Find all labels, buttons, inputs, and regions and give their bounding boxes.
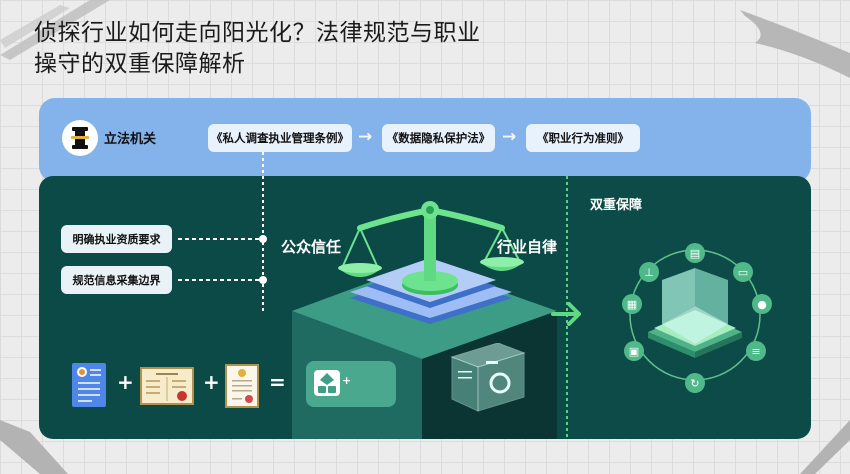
equals-sign: = — [269, 370, 286, 394]
dashed-connector — [178, 238, 262, 240]
dashed-connector-vertical — [262, 152, 264, 312]
law-chip-private-investigation[interactable]: 《私人调查执业管理条例》 — [208, 124, 352, 152]
law-chip-data-privacy[interactable]: 《数据隐私保护法》 — [382, 124, 495, 152]
law-chip-code-of-conduct[interactable]: 《职业行为准则》 — [526, 124, 640, 152]
gavel-icon — [62, 120, 98, 156]
arrow-right-icon — [551, 302, 581, 326]
plus-sign: + — [117, 370, 134, 394]
dashed-connector — [178, 279, 262, 281]
law-chip-label: 《数据隐私保护法》 — [386, 131, 491, 145]
dual-guarantee-label: 双重保障 — [590, 198, 643, 213]
dual-guarantee-panel — [569, 176, 811, 439]
page-title: 侦探行业如何走向阳光化？法律规范与职业 操守的双重保障解析 — [34, 18, 481, 80]
arrow-right-icon: → — [502, 127, 517, 147]
law-chip-label: 《私人调查执业管理条例》 — [211, 131, 349, 145]
requirement-label: 规范信息采集边界 — [72, 274, 161, 287]
connector-dot — [259, 235, 267, 243]
requirement-chip-qualification[interactable]: 明确执业资质要求 — [61, 225, 172, 253]
law-chip-label: 《职业行为准则》 — [537, 131, 629, 145]
plus-sign: + — [342, 374, 352, 387]
legislature-label: 立法机关 — [104, 132, 157, 147]
requirement-chip-info-boundary[interactable]: 规范信息采集边界 — [61, 266, 172, 294]
connector-dot — [259, 276, 267, 284]
requirement-label: 明确执业资质要求 — [72, 233, 161, 246]
title-line-2: 操守的双重保障解析 — [34, 51, 246, 77]
pedestal-cube — [292, 263, 557, 439]
plus-sign: + — [203, 370, 220, 394]
brush-stroke-decoration — [740, 10, 850, 78]
arrow-right-icon: → — [358, 127, 373, 147]
dotted-divider — [566, 176, 568, 439]
title-line-1: 侦探行业如何走向阳光化？法律规范与职业 — [34, 20, 481, 46]
industry-self-discipline-label: 行业自律 — [497, 238, 558, 256]
public-trust-label: 公众信任 — [281, 238, 342, 256]
